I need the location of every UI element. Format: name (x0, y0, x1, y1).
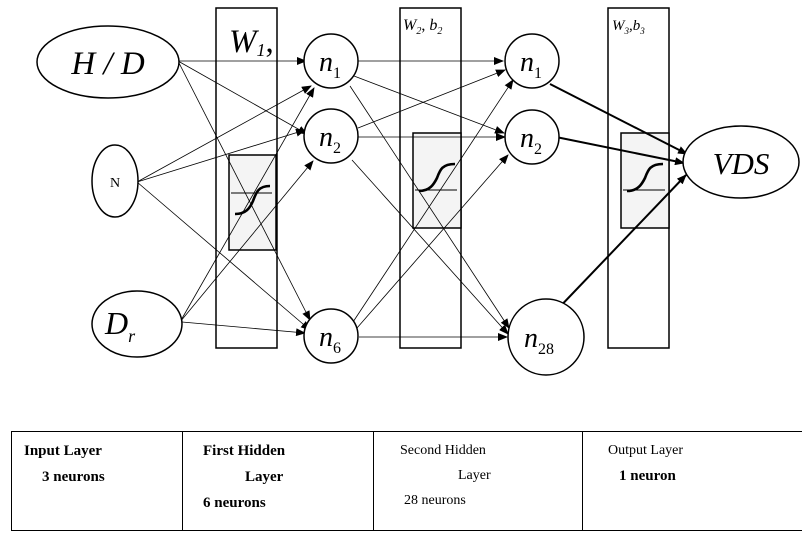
second-hidden-title: Second Hidden (400, 443, 486, 458)
weight-label-w1: W1, (229, 24, 274, 60)
weight-label-w3-b3: W3,b3 (612, 18, 645, 36)
svg-text:VDS: VDS (713, 146, 770, 181)
first-hidden-title: First Hidden (203, 443, 286, 459)
neural-network-diagram: H / D N Dr W1, W2, b2 W3,b3 n1 n2 n6 n1 … (36, 7, 800, 376)
input-node-hd: H / D (36, 25, 180, 99)
layer1-weight-box (215, 7, 278, 349)
hidden1-node-1: n1 (303, 33, 359, 89)
hidden1-node-6: n6 (303, 308, 359, 364)
hidden2-node-2: n2 (504, 109, 560, 165)
activation-icon-3 (620, 132, 670, 229)
connections-input-to-hidden1 (136, 57, 315, 337)
input-node-dr: Dr (91, 290, 183, 358)
svg-text:n2: n2 (319, 122, 341, 157)
svg-text:H / D: H / D (70, 46, 145, 82)
svg-text:Dr: Dr (104, 305, 136, 346)
layer-summary-table: Input Layer 3 neurons First Hidden Layer… (11, 431, 802, 531)
svg-text:n2: n2 (520, 123, 542, 158)
table-cell-first-hidden: First Hidden Layer 6 neurons (182, 431, 374, 531)
table-cell-output-layer: Output Layer 1 neuron (582, 431, 802, 531)
output-layer-title: Output Layer (608, 443, 684, 458)
hidden2-node-28: n28 (507, 298, 585, 376)
input-layer-count: 3 neurons (42, 469, 105, 485)
second-hidden-count: 28 neurons (404, 493, 466, 508)
first-hidden-count: 6 neurons (203, 495, 266, 511)
activation-icon-2 (412, 132, 462, 229)
svg-text:n28: n28 (524, 323, 554, 358)
table-cell-input-layer: Input Layer 3 neurons (11, 431, 183, 531)
svg-text:n6: n6 (319, 322, 341, 357)
svg-text:n1: n1 (520, 47, 542, 82)
input-layer-title: Input Layer (24, 443, 102, 459)
hidden1-node-2: n2 (303, 108, 359, 164)
svg-text:N: N (110, 176, 120, 191)
input-node-n: N (91, 144, 139, 218)
activation-icon-1 (228, 154, 277, 251)
table-cell-second-hidden: Second Hidden Layer 28 neurons (373, 431, 583, 531)
output-layer-count: 1 neuron (619, 468, 676, 484)
hidden2-node-1: n1 (504, 33, 560, 89)
second-hidden-layer-word: Layer (458, 468, 491, 483)
svg-text:n1: n1 (319, 47, 341, 82)
first-hidden-layer-word: Layer (245, 469, 284, 485)
weight-label-w2-b2: W2, b2 (403, 17, 442, 37)
output-node-vds: VDS (682, 125, 800, 199)
connections-hidden2-to-output (549, 83, 688, 316)
connections-hidden1-to-hidden2 (349, 57, 514, 341)
